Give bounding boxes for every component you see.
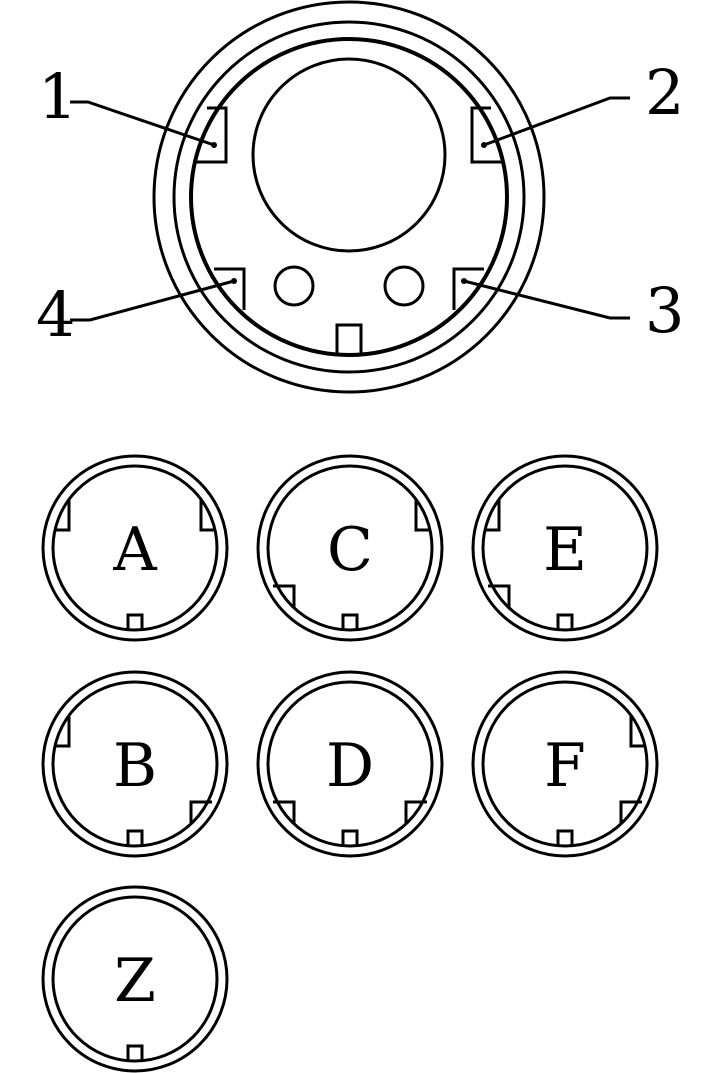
- option-key-notch: [556, 829, 574, 845]
- pin-slot-4: [214, 267, 246, 310]
- pin-label-4: 4: [36, 278, 75, 351]
- option-tab-top-right: [199, 500, 215, 532]
- main-large-hole: [251, 57, 447, 253]
- option-tab-top-left: [55, 500, 71, 532]
- option-connector-e: E: [471, 454, 659, 642]
- option-inner-ring: [481, 680, 649, 848]
- option-connector-d: D: [256, 670, 444, 858]
- pin-dot-4: [231, 278, 237, 284]
- option-outer-ring: [471, 670, 659, 858]
- option-tab-top-right: [414, 500, 430, 532]
- option-inner-ring: [51, 680, 219, 848]
- main-key-notch: [335, 323, 363, 355]
- pin-slot-2: [470, 106, 502, 164]
- main-small-hole-left: [273, 265, 315, 307]
- option-label: E: [543, 515, 587, 585]
- option-label: B: [113, 731, 157, 801]
- option-label: Z: [114, 946, 156, 1016]
- leader-line-2: [483, 96, 630, 147]
- option-tab-bottom-left: [488, 584, 511, 607]
- option-label: D: [326, 731, 374, 801]
- option-outer-ring: [471, 454, 659, 642]
- option-inner-ring: [266, 464, 434, 632]
- pin-dot-2: [481, 142, 487, 148]
- option-grid: A C E B D F Z: [41, 454, 659, 1073]
- main-connector: [70, 0, 630, 394]
- option-tab-top-right: [629, 716, 645, 748]
- option-connector-a: A: [41, 454, 229, 642]
- option-outer-ring: [41, 454, 229, 642]
- option-inner-ring: [51, 895, 219, 1063]
- option-tab-bottom-right: [189, 800, 212, 823]
- option-key-notch: [126, 1044, 144, 1060]
- pin-dot-3: [461, 278, 467, 284]
- option-tab-bottom-right: [619, 800, 642, 823]
- option-key-notch: [341, 829, 359, 845]
- option-label: F: [544, 731, 586, 801]
- option-outer-ring: [41, 670, 229, 858]
- main-small-hole-right: [383, 265, 425, 307]
- pin-label-2: 2: [645, 56, 684, 129]
- option-key-notch: [341, 613, 359, 629]
- pin-dot-1: [211, 142, 217, 148]
- option-inner-ring: [51, 464, 219, 632]
- option-key-notch: [126, 829, 144, 845]
- option-connector-b: B: [41, 670, 229, 858]
- option-tab-bottom-left: [273, 584, 296, 607]
- pin-dots: [211, 142, 487, 284]
- option-tab-bottom-left: [273, 800, 296, 823]
- main-outer-ring: [152, 0, 546, 394]
- option-tab-top-left: [485, 500, 501, 532]
- option-inner-ring: [266, 680, 434, 848]
- pin-label-1: 1: [38, 60, 77, 133]
- option-inner-ring: [481, 464, 649, 632]
- leader-line-4: [70, 279, 235, 322]
- main-inner-ring: [189, 37, 509, 357]
- option-label: A: [112, 515, 157, 585]
- option-key-notch: [126, 613, 144, 629]
- option-key-notch: [556, 613, 574, 629]
- option-connector-c: C: [256, 454, 444, 642]
- pin-label-3: 3: [645, 274, 684, 347]
- option-connector-f: F: [471, 670, 659, 858]
- pin-slot-3: [452, 267, 484, 310]
- option-tab-bottom-right: [404, 800, 427, 823]
- option-outer-ring: [256, 670, 444, 858]
- main-middle-ring: [172, 20, 526, 374]
- pin-slot-1: [196, 106, 228, 164]
- option-tab-top-left: [55, 716, 71, 748]
- option-outer-ring: [256, 454, 444, 642]
- leader-line-1: [70, 100, 215, 147]
- option-label: C: [327, 515, 373, 585]
- option-outer-ring: [41, 885, 229, 1073]
- option-connector-z: Z: [41, 885, 229, 1073]
- leader-line-3: [463, 279, 630, 320]
